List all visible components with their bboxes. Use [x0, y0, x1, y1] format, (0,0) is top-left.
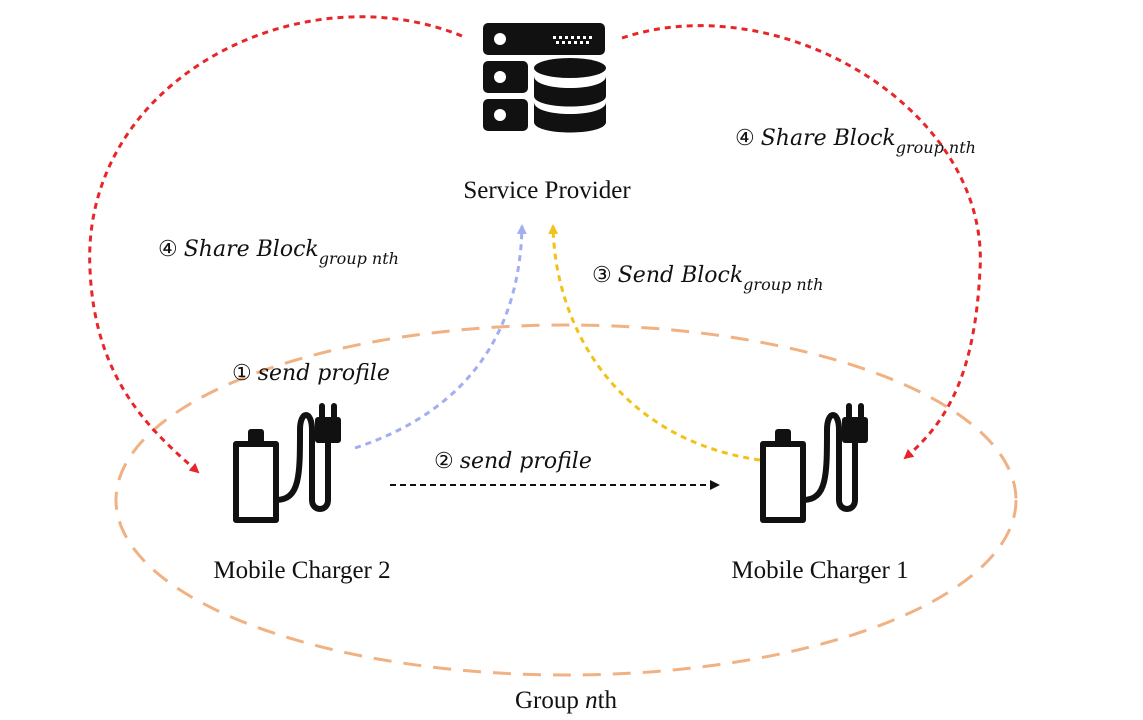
mobile-charger-icon: [760, 403, 868, 523]
group-boundary: [114, 323, 1018, 677]
service-provider-label: Service Provider: [463, 177, 631, 204]
group-label: Group nth: [515, 687, 618, 714]
mobile-charger-1-label: Mobile Charger 1: [731, 557, 908, 584]
server-database-icon: [483, 23, 608, 140]
mobile-charger-2-label: Mobile Charger 2: [213, 557, 390, 584]
step1-arrow: [354, 224, 527, 450]
mobile-charger-icon: [233, 403, 341, 523]
step4-left-arrow: [88, 15, 463, 474]
step3-arrow: [548, 224, 761, 462]
step4-right-arrow: [621, 24, 982, 460]
